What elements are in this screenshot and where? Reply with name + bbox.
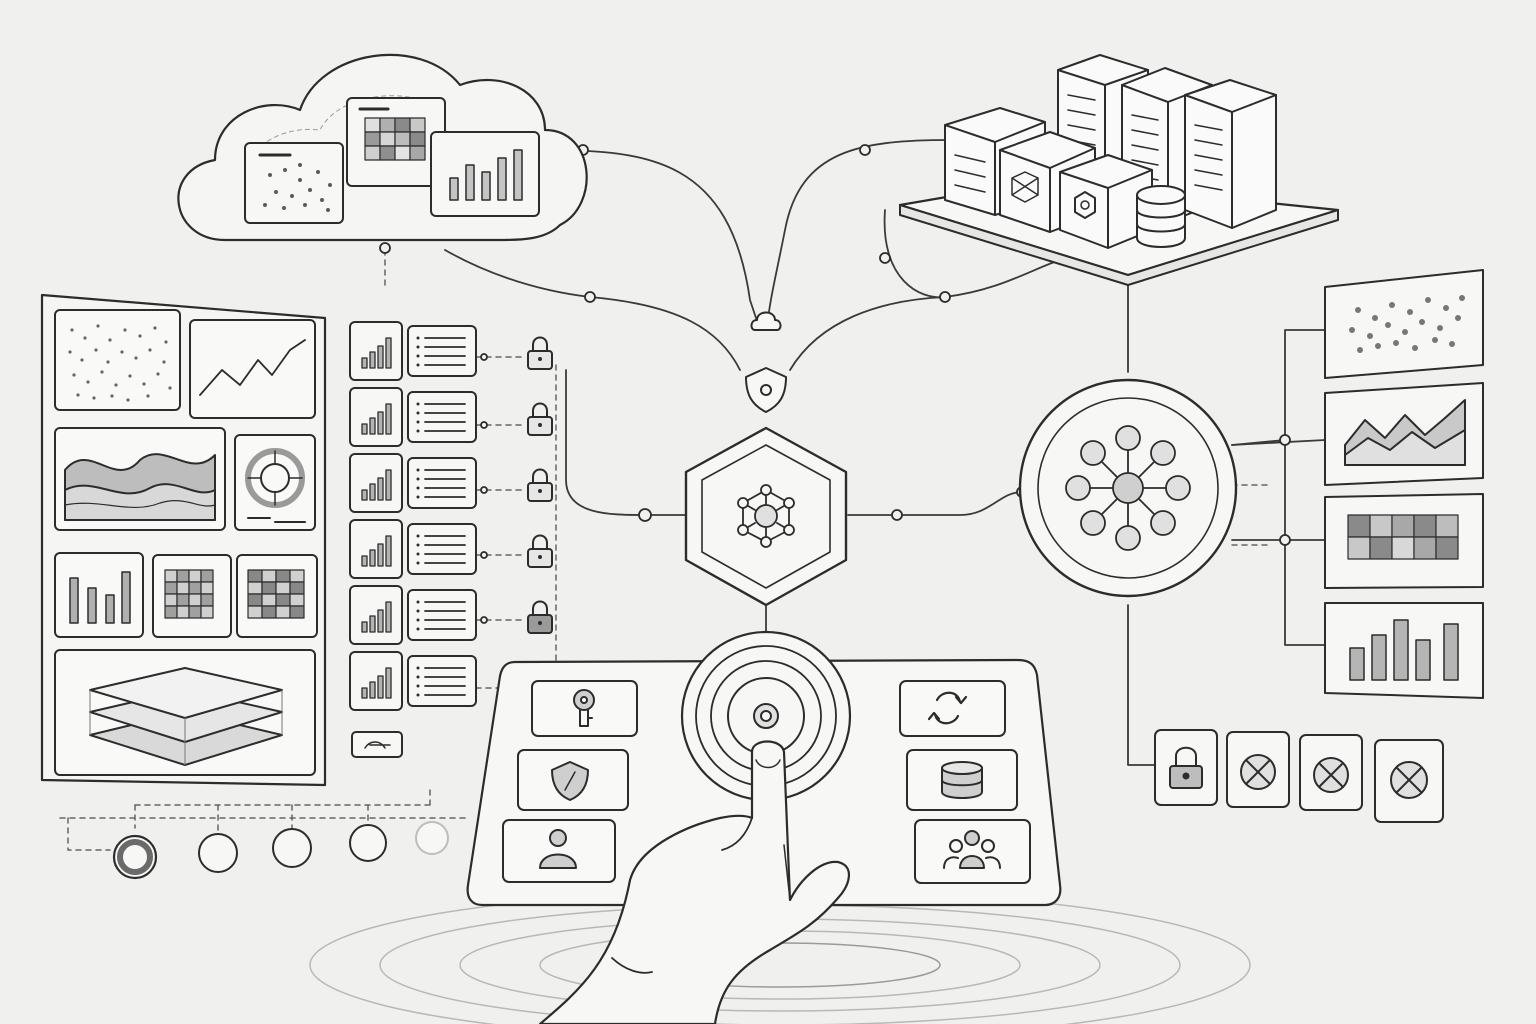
shield-icon — [551, 761, 589, 801]
small-chip[interactable] — [351, 731, 403, 758]
denied-status-tile[interactable] — [1226, 731, 1290, 808]
platform-side — [899, 204, 1339, 286]
timeline-node[interactable] — [198, 833, 238, 873]
scatter-plot-panel[interactable] — [244, 142, 344, 224]
connector-dashes — [384, 249, 1271, 691]
cloud-node-icon — [750, 311, 782, 331]
grid-panel[interactable] — [152, 554, 232, 638]
lock-status-tile[interactable] — [1154, 729, 1218, 806]
secured-row[interactable] — [349, 585, 553, 645]
pointing-hand — [538, 740, 850, 1024]
right-hub[interactable] — [1018, 378, 1238, 598]
lock-icon — [527, 600, 553, 634]
lock-icon — [527, 534, 553, 568]
list-icon — [407, 655, 477, 707]
bar-chart-panel[interactable] — [430, 131, 540, 217]
x-circle-icon — [1240, 754, 1276, 790]
timeline — [59, 789, 471, 880]
key-icon — [573, 689, 595, 727]
secured-row[interactable] — [349, 519, 553, 579]
secured-rows — [349, 321, 553, 758]
list-icon — [407, 457, 477, 509]
bar-chart-icon — [349, 321, 403, 381]
lock-icon — [527, 336, 553, 370]
scatter-plot-panel[interactable] — [1324, 269, 1484, 379]
timeline-node-active[interactable] — [112, 834, 158, 880]
line-chart-panel[interactable] — [189, 319, 316, 419]
heatmap-grid-panel[interactable] — [346, 97, 446, 187]
sync-button[interactable] — [899, 680, 1006, 737]
lock-icon — [527, 468, 553, 502]
x-circle-icon — [1313, 757, 1349, 793]
bar-chart-icon — [349, 585, 403, 645]
donut-chart-panel[interactable] — [234, 434, 316, 531]
secured-row[interactable] — [349, 453, 553, 513]
denied-status-tile[interactable] — [1374, 739, 1444, 823]
right-panels — [1324, 269, 1484, 699]
user-button[interactable] — [502, 819, 616, 883]
server-rack[interactable] — [1184, 79, 1277, 229]
denied-status-tile[interactable] — [1299, 734, 1363, 811]
network-graph-icon — [737, 484, 795, 548]
key-button[interactable] — [531, 680, 638, 737]
central-hub[interactable] — [684, 426, 848, 607]
lock-icon — [1169, 746, 1203, 789]
octagon-module[interactable] — [1059, 154, 1153, 249]
user-icon — [539, 829, 577, 869]
timeline-node[interactable] — [349, 824, 387, 862]
lock-icon — [527, 402, 553, 436]
users-button[interactable] — [914, 819, 1031, 884]
scatter-plot-panel[interactable] — [54, 309, 181, 411]
heatmap-panel[interactable] — [1324, 493, 1484, 589]
users-icon — [943, 830, 1001, 869]
bar-chart-panel[interactable] — [54, 552, 144, 638]
secured-row[interactable] — [349, 651, 477, 711]
sync-icon — [927, 691, 968, 725]
list-icon — [407, 589, 477, 641]
database-button[interactable] — [906, 749, 1018, 811]
bar-chart-icon — [349, 519, 403, 579]
bar-chart-icon — [349, 651, 403, 711]
status-tiles — [1154, 729, 1444, 823]
database-cylinder[interactable] — [1136, 185, 1186, 248]
radial-network-icon — [1065, 425, 1191, 551]
grid-panel[interactable] — [236, 554, 318, 638]
database-icon — [941, 761, 983, 799]
area-chart-panel[interactable] — [1324, 382, 1484, 486]
shield-icon — [745, 367, 787, 413]
bar-chart-icon — [349, 453, 403, 513]
shield-button[interactable] — [517, 749, 629, 811]
list-icon — [407, 523, 477, 575]
secured-row[interactable] — [349, 387, 553, 447]
timeline-node[interactable] — [272, 828, 312, 868]
layers-panel[interactable] — [54, 649, 316, 776]
bar-chart-panel[interactable] — [1324, 602, 1484, 699]
timeline-node[interactable] — [415, 821, 449, 855]
area-chart-panel[interactable] — [54, 427, 226, 531]
list-icon — [407, 391, 477, 443]
list-icon — [407, 325, 477, 377]
cloud-storage — [177, 53, 588, 242]
x-circle-icon — [1390, 761, 1428, 799]
target-button[interactable] — [680, 630, 852, 802]
left-dashboard — [40, 293, 327, 787]
secured-row[interactable] — [349, 321, 553, 381]
bar-chart-icon — [349, 387, 403, 447]
server-platform — [898, 54, 1340, 286]
